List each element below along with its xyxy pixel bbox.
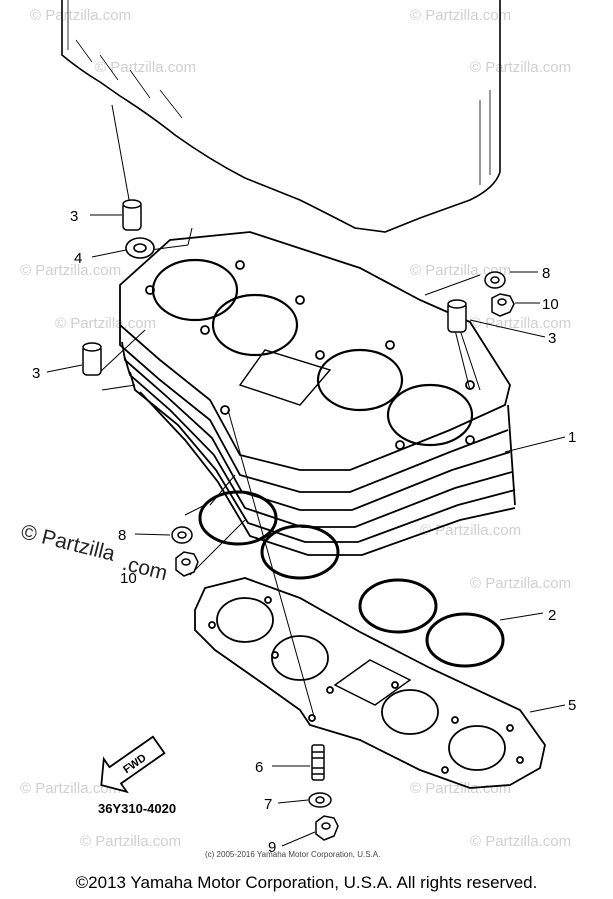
cylinder-base-gasket <box>194 577 546 789</box>
callout-labels: 3 4 3 8 10 3 1 8 10 2 5 6 7 9 <box>32 208 576 856</box>
forward-arrow-icon: FWD <box>100 735 166 794</box>
diagram-part-number: 36Y310-4020 <box>98 801 176 816</box>
callout-number: 2 <box>548 607 556 624</box>
watermark: © Partzilla.com <box>420 522 521 539</box>
footer-copyright: ©2013 Yamaha Motor Corporation, U.S.A. A… <box>75 873 538 892</box>
callout-number: 4 <box>74 250 82 267</box>
watermark: © Partzilla.com <box>470 59 571 76</box>
callout-number: 1 <box>568 429 576 446</box>
callout-number: 10 <box>120 570 137 587</box>
dowel-pin <box>447 299 467 333</box>
washer <box>484 271 506 289</box>
small-copyright: (c) 2005-2016 Yamaha Motor Corporation, … <box>205 850 380 859</box>
watermark: © Partzilla.com <box>410 7 511 24</box>
callout-number: 8 <box>542 265 550 282</box>
callout-number: 10 <box>542 296 559 313</box>
watermark: © Partzilla.com <box>55 315 156 332</box>
watermark: © Partzilla.com <box>80 833 181 850</box>
dowel-pin <box>82 342 102 376</box>
watermark: © Partzilla.com <box>470 833 571 850</box>
watermark: © Partzilla.com <box>470 575 571 592</box>
nut <box>315 815 339 841</box>
callout-number: 7 <box>264 796 272 813</box>
washer <box>308 792 332 808</box>
callout-number: 3 <box>70 208 78 225</box>
watermark: © Partzilla.com <box>95 59 196 76</box>
callout-number: 6 <box>255 759 263 776</box>
watermark: © Partzilla.com <box>410 262 511 279</box>
watermark: © Partzilla.com <box>470 315 571 332</box>
watermark: © Partzilla.com <box>20 262 121 279</box>
watermark: © Partzilla <box>19 520 118 566</box>
washer <box>171 526 193 544</box>
cylinder-o-ring <box>198 490 505 668</box>
cylinder-head-outline <box>61 0 501 233</box>
callout-number: 3 <box>32 365 40 382</box>
callout-number: 8 <box>118 527 126 544</box>
callout-leaders <box>46 214 566 847</box>
nut <box>175 551 199 577</box>
leader-lines <box>99 104 566 721</box>
stud-bolt <box>311 744 325 781</box>
callout-number: 5 <box>568 697 576 714</box>
watermark: © Partzilla.com <box>30 7 131 24</box>
watermark-layer: © Partzilla.com © Partzilla.com © Partzi… <box>20 7 571 850</box>
watermark-dark: © Partzilla .com <box>19 520 170 585</box>
watermark: © Partzilla.com <box>20 780 121 797</box>
o-ring <box>125 237 155 259</box>
watermark: © Partzilla.com <box>410 780 511 797</box>
nut <box>491 293 515 317</box>
callout-number: 3 <box>548 330 556 347</box>
callout-number: 9 <box>268 839 276 856</box>
dowel-pin <box>122 199 142 231</box>
cylinder-block <box>119 231 516 556</box>
